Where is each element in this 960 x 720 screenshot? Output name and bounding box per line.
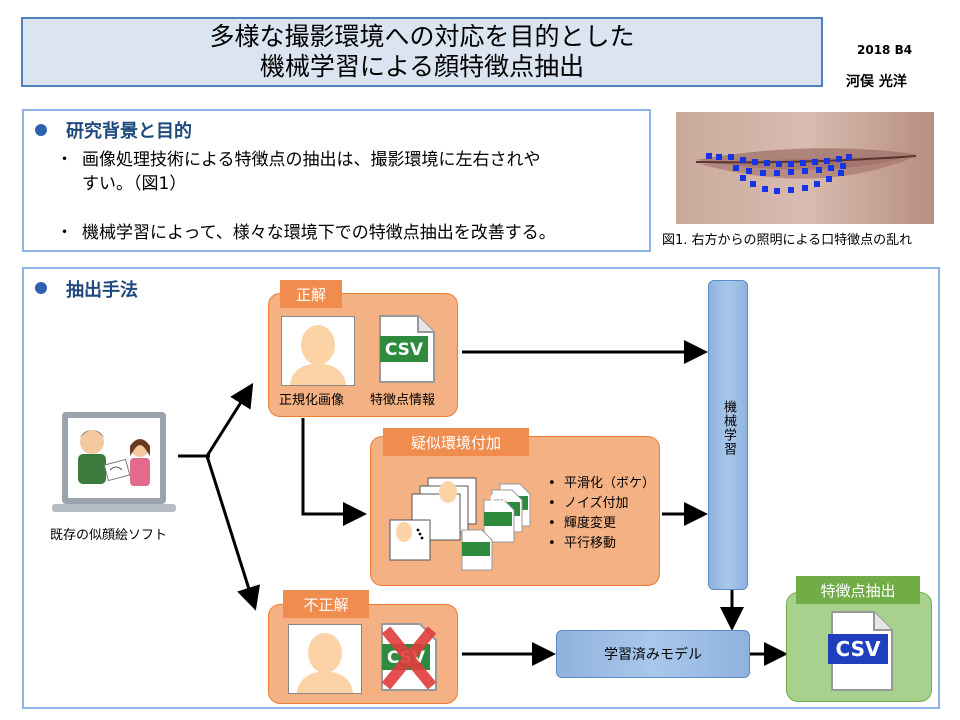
svg-text:CSV: CSV (836, 637, 881, 661)
trained-model-box: 学習済みモデル (556, 630, 750, 678)
csv-file-icon: CSV (378, 314, 436, 384)
bullet-text-2: 機械学習によって、様々な環境下での特徴点抽出を改善する。 (82, 223, 556, 243)
csv-stack-label: CSV (490, 492, 515, 505)
augmented-stack (388, 470, 538, 580)
feature-data-label: 特徴点情報 (370, 393, 436, 408)
figure-caption: 図1. 右方からの照明による口特徴点の乱れ (662, 233, 913, 248)
machine-learning-label: 機械学習 (721, 400, 736, 456)
svg-text:CSV: CSV (385, 340, 424, 360)
augment-item: • 輝度変更 (548, 516, 616, 531)
section-bullet-icon (35, 282, 47, 294)
output-tag: 特徴点抽出 (796, 576, 920, 604)
bullet-text-1a: 画像処理技術による特徴点の抽出は、撮影環境に左右されや (82, 150, 541, 170)
year-label: 2018 B4 (857, 43, 913, 57)
face-image (288, 624, 362, 694)
author-name: 河俣 光洋 (846, 74, 907, 90)
title-box: 多様な撮影環境への対応を目的とした 機械学習による顔特徴点抽出 (21, 17, 823, 87)
title-line-1: 多様な撮影環境への対応を目的とした (209, 22, 635, 51)
laptop-illustration (50, 410, 178, 522)
machine-learning-bar (708, 280, 748, 590)
augment-item: • ノイズ付加 (548, 496, 629, 511)
normalized-image-label: 正規化画像 (279, 393, 345, 408)
augment-item: • 平滑化（ボケ） (548, 476, 655, 491)
background-heading: 研究背景と目的 (66, 121, 192, 142)
title-line-2: 機械学習による顔特徴点抽出 (259, 52, 585, 81)
output-csv-icon: CSV (826, 610, 896, 692)
bullet-marker-2: ・ (56, 223, 73, 243)
augment-item: • 平行移動 (548, 536, 616, 551)
method-heading: 抽出手法 (66, 280, 138, 301)
mouth-photo (676, 112, 934, 224)
bullet-text-1b: すい。（図1） (82, 174, 187, 194)
incorrect-tag: 不正解 (283, 590, 369, 618)
augment-list: • 平滑化（ボケ） • ノイズ付加 • 輝度変更 • 平行移動 (548, 474, 655, 554)
rejected-csv-icon: CSV (380, 622, 438, 692)
face-image (281, 316, 355, 386)
source-label: 既存の似顔絵ソフト (50, 528, 168, 543)
correct-tag: 正解 (280, 280, 342, 308)
section-bullet-icon (35, 124, 47, 136)
bullet-marker-1: ・ (56, 150, 73, 170)
augment-tag: 疑似環境付加 (383, 428, 529, 456)
background-panel (22, 109, 651, 252)
